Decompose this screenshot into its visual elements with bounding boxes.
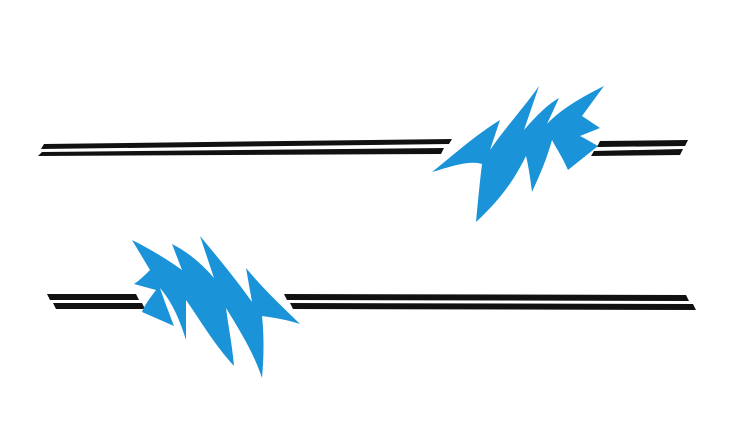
top-stripe-lower-right (591, 149, 683, 156)
bottom-stripe-lower-left (53, 303, 145, 309)
top-claw-slash (432, 86, 604, 222)
bottom-stripe-upper-right (284, 294, 689, 301)
bottom-stripe-upper-left (47, 294, 139, 300)
decal-bottom (47, 236, 696, 378)
decal-top (38, 86, 688, 222)
bottom-claw-slash (132, 236, 300, 378)
top-stripe-upper-left (41, 139, 452, 149)
top-stripe-lower-left (38, 148, 444, 156)
top-stripe-upper-right (597, 140, 688, 147)
bottom-stripe-lower-right (290, 303, 696, 310)
